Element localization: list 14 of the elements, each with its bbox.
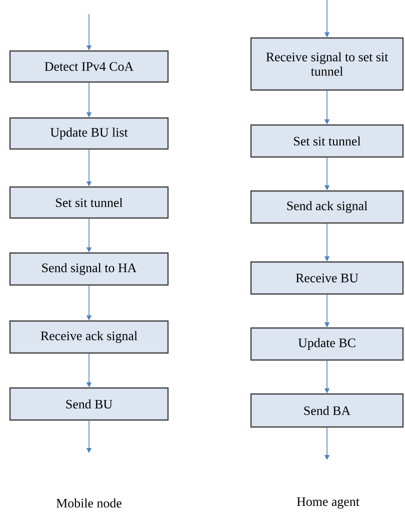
process-box: Receive signal to set sit tunnel (250, 37, 404, 91)
column-caption: Mobile node (56, 498, 122, 508)
process-box: Send ack signal (250, 190, 404, 224)
process-box: Send signal to HA (9, 252, 169, 286)
process-box: Update BU list (9, 117, 169, 150)
process-box: Send BU (9, 387, 169, 421)
process-box: Set sit tunnel (9, 186, 169, 219)
column-caption: Home agent (296, 497, 360, 509)
process-box: Send BA (250, 393, 404, 428)
process-box: Detect IPv4 CoA (9, 50, 169, 83)
process-box: Update BC (250, 327, 404, 361)
process-box: Receive ack signal (9, 320, 169, 354)
process-box: Receive BU (250, 261, 404, 295)
process-box: Set sit tunnel (250, 124, 404, 158)
